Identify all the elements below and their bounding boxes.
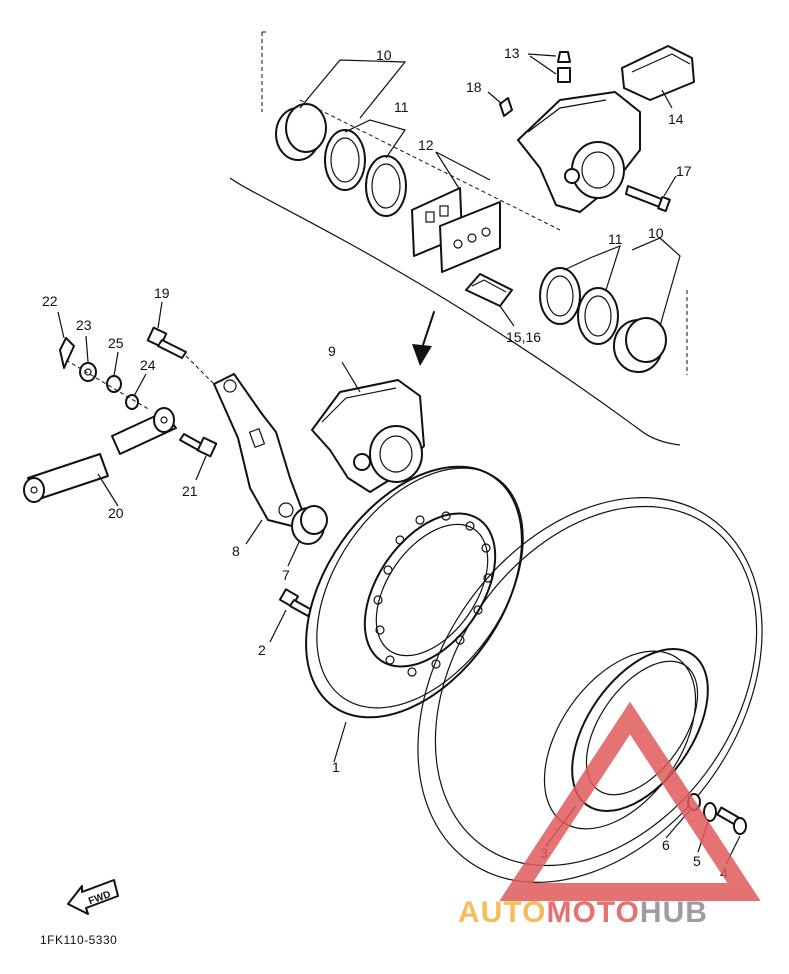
label-21: 21: [182, 483, 198, 499]
leader-13: [527, 53, 557, 57]
label-18: 18: [466, 79, 482, 95]
leader-24: [133, 373, 147, 397]
label-1516: 15,16: [506, 329, 541, 345]
leader-2: [269, 609, 287, 643]
caliper-exploded-frame: [229, 31, 688, 446]
washer-24: [125, 394, 139, 410]
leader-12b: [435, 151, 491, 181]
label-9: 9: [328, 343, 336, 359]
leader-10a: [299, 59, 407, 119]
leader-23: [85, 335, 89, 363]
leader-19: [157, 301, 163, 329]
pad-cover: [621, 45, 695, 101]
label-6: 6: [662, 837, 670, 853]
leader-14: [661, 89, 673, 109]
caliper-body-exploded: [517, 91, 641, 213]
label-8: 8: [232, 543, 240, 559]
label-20: 20: [108, 505, 124, 521]
leader-1516: [499, 305, 515, 327]
label-23: 23: [76, 317, 92, 333]
label-12: 12: [418, 137, 434, 153]
bolt-19: [146, 326, 187, 359]
label-7: 7: [282, 567, 290, 583]
brake-disc: [305, 465, 524, 719]
leader-1: [333, 721, 347, 763]
disc-bolt: [278, 588, 313, 617]
leader-25: [113, 351, 119, 377]
label-5: 5: [693, 853, 701, 869]
caliper-pin: [625, 185, 671, 213]
label-14: 14: [668, 111, 684, 127]
label-11b: 11: [608, 231, 623, 247]
assembly-arrow: [412, 311, 435, 366]
leader-20: [97, 473, 119, 507]
seal-upper-1: [324, 129, 366, 191]
leader-13b: [529, 55, 557, 75]
torque-rod: [23, 453, 109, 503]
leader-9: [341, 361, 361, 393]
leader-18: [487, 91, 503, 105]
label-11a: 11: [394, 99, 409, 115]
seal-lower-2: [577, 287, 619, 345]
piston-lower: [613, 317, 667, 373]
leader-11a: [344, 119, 406, 159]
label-1: 1: [332, 759, 340, 775]
leader-21: [195, 455, 207, 481]
leader-7: [287, 539, 301, 567]
label-19: 19: [154, 285, 170, 301]
label-24: 24: [140, 357, 156, 373]
leader-12: [435, 151, 461, 191]
bolt-axis-19: [185, 355, 215, 385]
collar: [291, 505, 328, 545]
brake-pad-2: [439, 201, 501, 273]
washer-25: [106, 375, 122, 393]
piston-upper: [275, 103, 327, 161]
part-labels: 1 2 3 4 5 6 7 8 9 10 10 11 11 12 13 14 1…: [42, 45, 728, 881]
leader-10b: [631, 237, 681, 327]
bleed-screw: [557, 51, 571, 83]
leader-22: [57, 311, 65, 339]
assembly-axis-left: [65, 359, 151, 411]
label-22: 22: [42, 293, 58, 309]
watermark-logo: AUTOMOTOHUB: [458, 701, 761, 929]
label-17: 17: [676, 163, 692, 179]
nut-23: [79, 362, 97, 382]
seal-lower-1: [539, 267, 581, 325]
label-13: 13: [504, 45, 520, 61]
leader-11b: [563, 244, 621, 291]
caliper-bracket: [213, 373, 303, 527]
caliper-assembly: [311, 379, 425, 493]
label-10b: 10: [648, 225, 664, 241]
torque-rod-end: [111, 407, 177, 455]
label-2: 2: [258, 642, 266, 658]
seal-upper-2: [365, 155, 407, 217]
pad-spring: [465, 273, 513, 307]
fwd-arrow-icon: FWD: [67, 879, 119, 915]
bolt-21: [179, 433, 218, 458]
label-10a: 10: [376, 47, 392, 63]
leader-8: [245, 519, 263, 545]
clip-18: [499, 97, 513, 117]
leader-17: [663, 175, 677, 197]
cotter-pin: [59, 337, 75, 369]
svg-text:AUTOMOTOHUB: AUTOMOTOHUB: [458, 896, 708, 929]
label-25: 25: [108, 335, 124, 351]
drawing-code: 1FK110-5330: [40, 933, 117, 947]
